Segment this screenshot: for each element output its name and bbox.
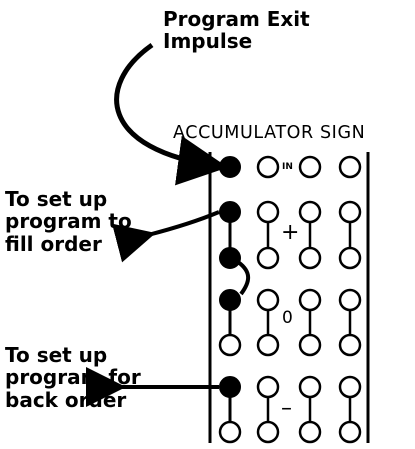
plus-symbol: + — [281, 220, 300, 245]
hub-col1-zero-bottom — [218, 333, 242, 357]
hub-zero-left-bottom — [256, 333, 280, 357]
hub-minus-right-top — [298, 375, 322, 399]
hub-program-exit — [219, 156, 241, 178]
back-order-label: To set up program for back order — [5, 343, 141, 412]
hub-zero-col4-top — [338, 288, 362, 312]
jumper-wire — [236, 260, 251, 296]
hub-minus-right-bottom — [298, 420, 322, 444]
hub-plus-col4-bottom — [338, 246, 362, 270]
hub-plus-right-bottom — [298, 246, 322, 270]
fill-order-label: To set up program to fill order — [5, 187, 132, 256]
arrow-program-exit — [114, 42, 228, 186]
hub-minus-left-top — [256, 375, 280, 399]
hub-plus-left-bottom — [256, 246, 280, 270]
hub-minus-left-bottom — [256, 420, 280, 444]
hub-in-right — [298, 155, 322, 179]
hub-plus-col4-top — [338, 200, 362, 224]
zero-symbol: 0 — [282, 308, 293, 328]
hub-plus-left-top — [256, 200, 280, 224]
in-label: IN — [282, 162, 293, 172]
accumulator-sign-title: ACCUMULATOR SIGN — [173, 123, 366, 143]
hub-minus-col4-bottom — [338, 420, 362, 444]
hub-col1-minus-bottom — [218, 420, 242, 444]
arrow-fill-order — [112, 210, 220, 263]
hub-col1-plus-top — [219, 201, 241, 223]
hub-col1-minus-top — [219, 376, 241, 398]
hub-in-col4 — [338, 155, 362, 179]
hub-in-left — [256, 155, 280, 179]
hub-zero-col4-bottom — [338, 333, 362, 357]
hub-col1-plus-bottom — [219, 247, 241, 269]
minus-symbol: – — [281, 396, 292, 421]
hub-minus-col4-top — [338, 375, 362, 399]
hub-zero-right-bottom — [298, 333, 322, 357]
hub-zero-left-top — [256, 288, 280, 312]
hub-plus-right-top — [298, 200, 322, 224]
hub-col1-zero-top — [219, 289, 241, 311]
hub-zero-right-top — [298, 288, 322, 312]
program-exit-impulse-label: Program Exit Impulse — [163, 7, 310, 54]
